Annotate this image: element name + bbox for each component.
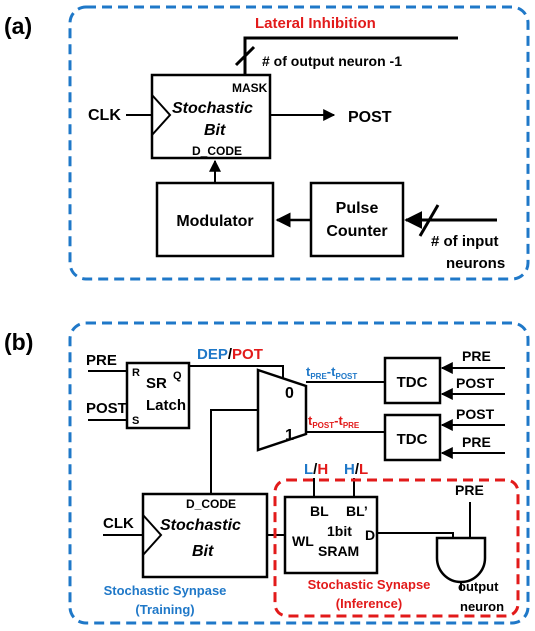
bit-label-b: Bit [192,543,214,560]
mux-0-label: 0 [285,385,294,402]
minus-1: - [327,364,331,379]
t-pre-sub-2: PRE [343,421,360,430]
panel-b-label: (b) [4,329,33,355]
bl-label: BL [310,503,329,519]
hl-label: H/L [344,461,368,478]
mux-1-label: 1 [285,427,294,444]
t-pre: t [306,364,311,379]
stochastic-label-b: Stochastic [160,517,241,534]
mask-label: MASK [232,81,268,95]
wl-label: WL [292,533,314,549]
sram-to-and-wire [377,532,454,538]
sram-block [283,495,379,575]
lh-h: H [317,461,328,478]
sr-s-label: S [132,415,139,427]
dep-pot-label: DEP/POT [197,346,263,363]
post-label-a: POST [348,109,392,126]
pulse-counter-block [309,181,405,258]
tdc-label-1: TDC [397,374,428,391]
clk-label-b: CLK [103,515,134,532]
panel-a-frame [68,5,530,281]
lh-l: L [304,461,313,478]
tpre-tpost-label: tPRE-tPOST [306,364,357,381]
minus-2: - [334,413,338,428]
dep-pot-wire [189,365,284,378]
t-pre-sub: PRE [310,372,327,381]
lateral-inhibition-label: Lateral Inhibition [255,15,376,32]
t-post-2: t [308,413,313,428]
d-code-label-b: D_CODE [186,497,236,511]
output-bus-label: # of output neuron -1 [262,53,402,69]
sr-q-label: Q [173,370,182,382]
mux-out-wire [210,409,258,494]
tpost-tpre-label: tPOST-tPRE [308,413,360,430]
sr-post-label: POST [86,400,127,417]
neuron-label: neuron [460,599,504,614]
and-gate [435,536,487,584]
input-label-line2: neurons [446,255,505,272]
sr-latch-block [125,361,191,430]
sram-d-label: D [365,527,375,543]
blb-label: BL’ [346,503,368,519]
stochastic-bit-block-a [150,73,272,160]
dep-pot-slash: / [228,346,233,363]
tdc-block-1 [383,356,442,405]
t-pre-2: t [338,413,343,428]
tdc1-pre-label: PRE [462,348,491,364]
hl-l: L [359,461,368,478]
modulator-label: Modulator [176,213,253,230]
sr-pre-label: PRE [86,352,117,369]
training-caption-1: Stochastic Synpase [104,583,227,598]
clock-triangle-b [142,514,163,556]
inference-frame [273,478,520,618]
dep-text: DEP [197,346,228,363]
counter-label: Counter [326,223,387,240]
sr-r-label: R [132,367,140,379]
t-post-sub-2: POST [312,421,334,430]
tdc2-post-label: POST [456,406,495,422]
lateral-inhibition-bus [243,36,458,75]
t-post: t [331,364,336,379]
bus-slash [234,45,256,67]
pot-text: POT [232,346,263,363]
latch-label: Latch [146,397,186,414]
hl-slash: / [355,461,360,478]
d-code-label-a: D_CODE [192,144,242,158]
sr-label: SR [146,375,167,392]
tdc1-post-label: POST [456,375,495,391]
panel-a-label: (a) [4,13,32,39]
and-pre-label: PRE [455,482,484,498]
sram-1bit-label: 1bit [327,523,352,539]
tdc-label-2: TDC [397,431,428,448]
lh-label: L/H [304,461,328,478]
input-bus-slash [418,204,440,237]
panel-b-frame [68,321,530,625]
inference-caption-2: (Inference) [336,596,402,611]
stochastic-label-a: Stochastic [172,100,253,117]
modulator-block [155,181,275,258]
pulse-label: Pulse [336,200,379,217]
tdc-block-2 [383,413,442,462]
clk-label-a: CLK [88,107,121,124]
bit-label-a: Bit [204,122,226,139]
input-label-line1: # of input [431,233,499,250]
inference-caption-1: Stochastic Synapse [308,577,431,592]
mux [256,368,308,452]
lh-slash: / [313,461,318,478]
hl-h: H [344,461,355,478]
sram-label: SRAM [318,543,359,559]
tdc2-pre-label: PRE [462,434,491,450]
output-label: output [458,579,499,594]
clock-triangle-a [151,94,172,136]
t-post-sub: POST [335,372,357,381]
training-caption-2: (Training) [135,602,194,617]
